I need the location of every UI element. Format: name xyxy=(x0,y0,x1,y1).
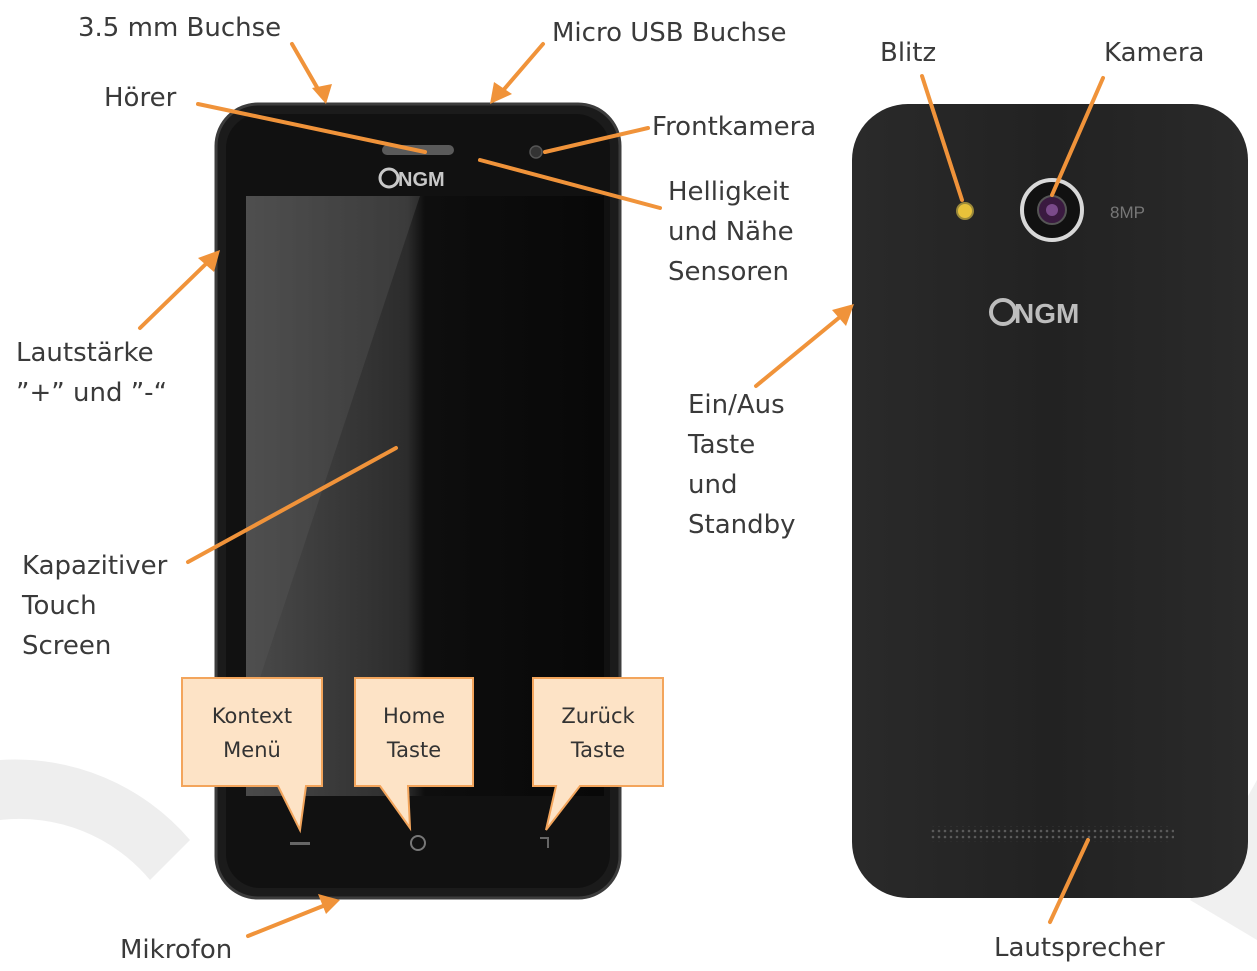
volume-arrowhead xyxy=(198,250,220,272)
volume-arrow-line xyxy=(138,256,214,330)
power-line-1: Ein/Aus xyxy=(688,390,785,420)
usb-arrowhead xyxy=(490,82,512,104)
home-callout: Home Taste xyxy=(355,699,473,767)
power-line-2: Taste xyxy=(688,430,756,460)
sensors-line-1: Helligkeit xyxy=(668,177,790,207)
back-callout-line-1: Zurück xyxy=(561,704,635,728)
camera-line xyxy=(1050,76,1105,197)
earpiece-label: Hörer xyxy=(104,83,177,113)
frontcam-line xyxy=(543,126,650,154)
speaker-grill xyxy=(930,826,1174,842)
menu-callout-shape xyxy=(181,677,323,834)
menu-key-icon xyxy=(290,842,310,845)
volume-line-2: ”+” und ”-“ xyxy=(16,378,168,408)
speaker-label: Lautsprecher xyxy=(994,933,1165,963)
touchscreen-line-2: Touch xyxy=(22,591,97,621)
touchscreen-line-1: Kapazitiver xyxy=(22,551,168,581)
callout-shapes xyxy=(181,677,664,834)
power-line-4: Standby xyxy=(688,510,796,540)
speaker-line xyxy=(1048,838,1090,924)
arrow-heads xyxy=(198,82,854,914)
touch-line xyxy=(186,446,398,564)
sensors-line-3: Sensoren xyxy=(668,257,790,287)
back-callout-shape xyxy=(532,677,664,831)
back-phone-body xyxy=(852,104,1248,898)
usb-arrow-line xyxy=(498,42,545,96)
microphone-label: Mikrofon xyxy=(120,935,233,965)
jack-arrowhead xyxy=(312,84,332,104)
power-arrowhead xyxy=(832,304,854,326)
flash-led xyxy=(956,202,974,220)
home-callout-line-2: Taste xyxy=(386,738,442,762)
menu-callout: Kontext Menü xyxy=(182,699,322,767)
mic-arrowhead xyxy=(318,894,340,914)
back-key-icon xyxy=(540,837,549,848)
menu-callout-line-1: Kontext xyxy=(211,704,293,728)
front-camera-label: Frontkamera xyxy=(652,112,817,142)
home-callout-line-1: Home xyxy=(382,704,445,728)
jack-label: 3.5 mm Buchse xyxy=(78,13,282,43)
camera-resolution: 8MP xyxy=(1110,203,1145,222)
sensors-label: Helligkeit und Nähe Sensoren xyxy=(668,172,794,292)
touchscreen-line-3: Screen xyxy=(22,631,112,661)
back-logo-mark xyxy=(989,298,1017,326)
flash-line xyxy=(920,74,964,202)
back-brand: NGM xyxy=(1014,298,1079,329)
touchscreen-label: Kapazitiver Touch Screen xyxy=(22,546,167,666)
mic-arrow-line xyxy=(246,902,330,938)
front-brand: NGM xyxy=(398,169,445,191)
power-line-3: und xyxy=(688,470,738,500)
front-camera-lens xyxy=(529,145,543,159)
home-callout-shape xyxy=(354,677,474,832)
volume-line-1: Lautstärke xyxy=(16,338,154,368)
back-callout: Zurück Taste xyxy=(533,699,663,767)
sensors-line-2: und Nähe xyxy=(668,217,794,247)
earpiece-line xyxy=(196,102,427,154)
back-callout-line-2: Taste xyxy=(570,738,626,762)
flash-label: Blitz xyxy=(880,38,937,68)
menu-callout-line-2: Menü xyxy=(223,738,281,762)
volume-label: Lautstärke ”+” und ”-“ xyxy=(16,333,167,413)
back-phone: 8MP NGM xyxy=(852,104,1248,898)
power-arrow-line xyxy=(754,310,848,388)
usb-label: Micro USB Buchse xyxy=(552,18,787,48)
watermark-left xyxy=(0,759,190,880)
sensors-line xyxy=(478,158,662,210)
front-logo-mark xyxy=(378,167,400,189)
home-key-icon xyxy=(410,835,426,851)
camera-label: Kamera xyxy=(1104,38,1205,68)
power-label: Ein/Aus Taste und Standby xyxy=(688,385,796,545)
